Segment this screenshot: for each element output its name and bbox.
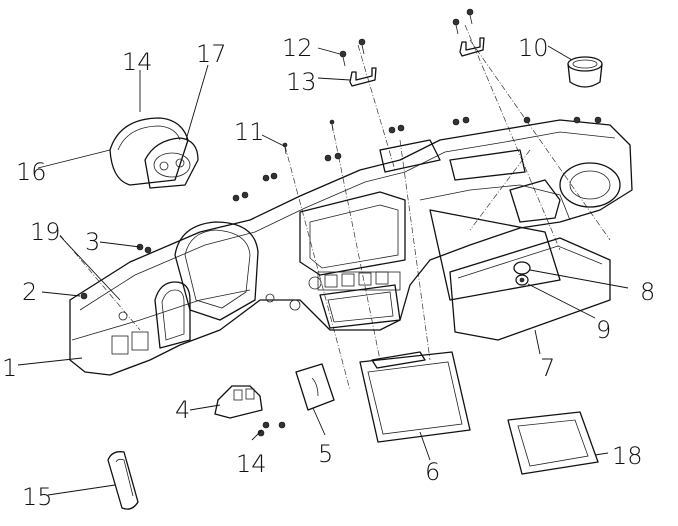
screw-icon [270, 172, 278, 180]
callout-19: 19 [30, 218, 61, 246]
latch-part-9 [513, 261, 531, 286]
bracket-part-13 [349, 37, 485, 87]
gauge-hood-part-16 [109, 117, 189, 186]
screw-icon [388, 126, 396, 134]
screw-icon [594, 116, 602, 124]
assembly-dash-lines [59, 24, 611, 391]
callout-12: 12 [282, 34, 313, 62]
screw-icon [523, 116, 531, 124]
screw-icon [257, 429, 265, 437]
gauge-cluster-part-17 [144, 137, 199, 189]
callout-16: 16 [16, 158, 47, 186]
screw-icon [358, 38, 366, 55]
screw-icon [324, 154, 332, 162]
callout-13: 13 [286, 68, 317, 96]
cover-part-5 [295, 363, 335, 411]
callout-8: 8 [640, 278, 655, 306]
glovebox-door-part-7 [449, 237, 611, 341]
callout-7: 7 [540, 354, 555, 382]
screw-icon [144, 246, 152, 254]
leader-lines [17, 45, 629, 496]
screw-icon [282, 142, 288, 155]
screw-icon [329, 119, 335, 132]
callout-18: 18 [612, 442, 643, 470]
callout-6: 6 [425, 458, 440, 486]
screw-icon [339, 50, 347, 67]
callout-17: 17 [196, 40, 227, 68]
screw-icon [462, 116, 470, 124]
cup-insert-part-10 [567, 56, 603, 88]
screw-icon [452, 18, 460, 35]
screw-icon [80, 292, 88, 300]
callout-3: 3 [85, 228, 100, 256]
screw-icon [397, 124, 405, 132]
screw-icon [278, 421, 286, 429]
screw-icon [241, 191, 249, 199]
switch-bracket-part-4 [214, 385, 263, 419]
callout-9: 9 [596, 316, 611, 344]
callout-4: 4 [175, 396, 190, 424]
screw-icon [573, 116, 581, 124]
callout-2: 2 [22, 278, 37, 306]
main-dash-panel [69, 119, 633, 376]
callout-11: 11 [234, 118, 265, 146]
screw-icon [466, 8, 474, 25]
callout-14-top: 14 [122, 48, 153, 76]
tray-part-18 [507, 411, 599, 475]
screw-icon [452, 118, 460, 126]
callout-10: 10 [518, 34, 549, 62]
screw-icon [262, 421, 270, 429]
display-part-6 [359, 351, 471, 443]
screw-icon [334, 152, 342, 160]
callout-15: 15 [22, 483, 53, 511]
handle-part-15 [107, 451, 139, 510]
screw-icon [232, 194, 240, 202]
callout-1: 1 [2, 354, 17, 382]
callout-labels: 1 2 3 4 5 6 7 8 9 10 11 12 13 14 14 15 1… [2, 34, 655, 511]
callout-5: 5 [318, 440, 333, 468]
screw-icon [262, 174, 270, 182]
callout-14-bottom: 14 [236, 450, 267, 478]
screws [80, 8, 602, 437]
